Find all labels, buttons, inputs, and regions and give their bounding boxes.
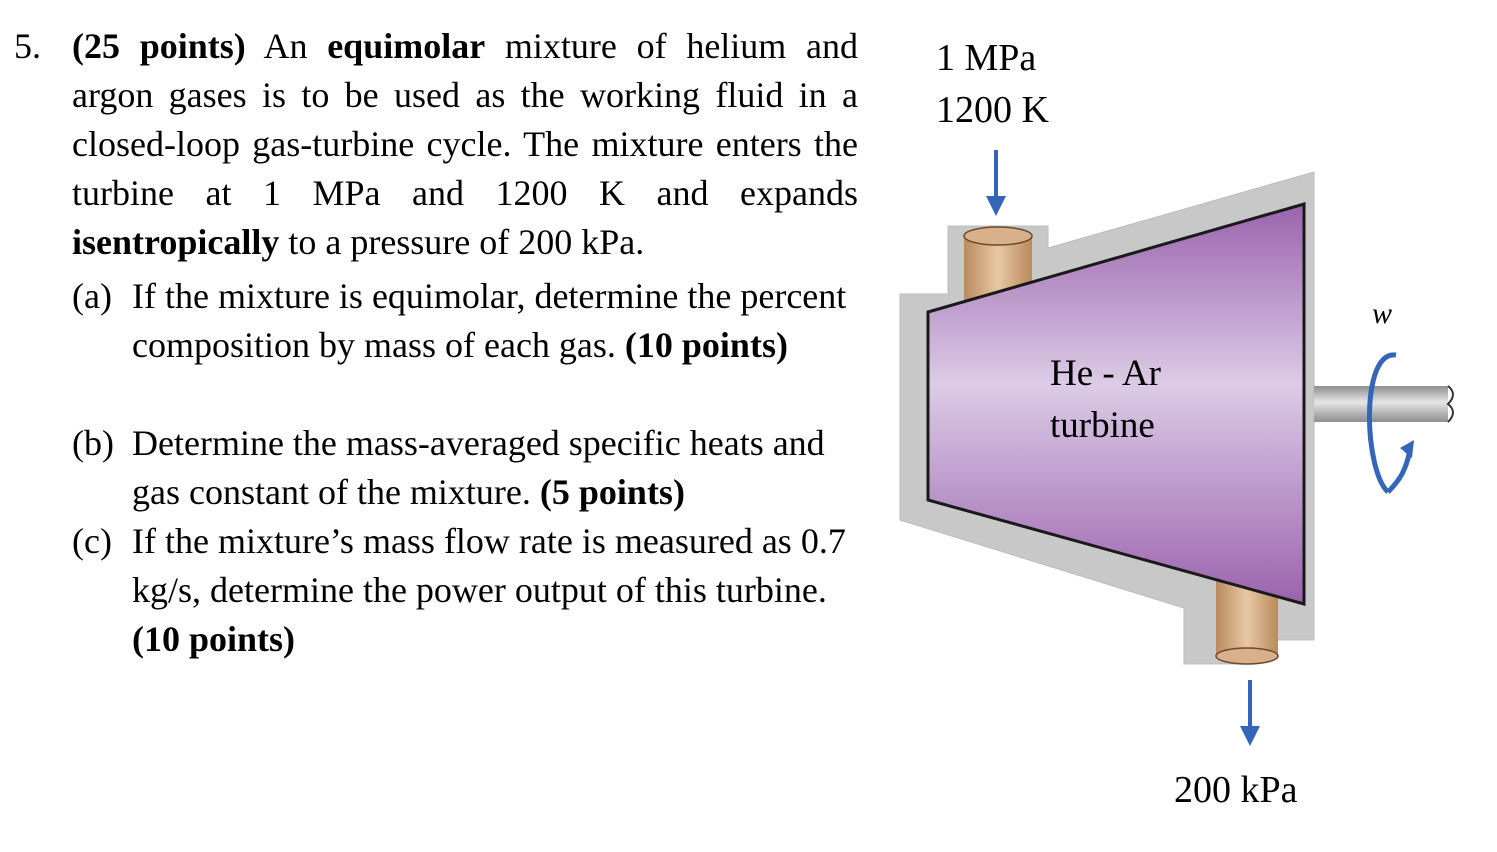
intro-text-1: An: [245, 26, 328, 66]
part-c-points: (10 points): [132, 619, 296, 659]
intro-bold-isentropically: isentropically: [72, 222, 280, 262]
work-label: w: [1372, 297, 1393, 330]
part-a-question: If the mixture is equimolar, determine t…: [132, 276, 847, 365]
problem-points: (25 points): [72, 26, 246, 66]
output-shaft: [1314, 385, 1454, 423]
turbine-label-line1: He - Ar: [1050, 353, 1161, 394]
turbine-diagram: 1 MPa 1200 K He - Ar turbine 200 kPa w: [880, 0, 1497, 852]
turbine-label-line2: turbine: [1050, 405, 1155, 446]
part-b-points: (5 points): [539, 472, 685, 512]
part-a-text: If the mixture is equimolar, determine t…: [132, 272, 858, 370]
part-a-label: (a): [72, 276, 112, 316]
outlet-arrow-icon: [1240, 680, 1260, 746]
part-b-label: (b): [72, 423, 114, 463]
part-a-points: (10 points): [624, 325, 788, 365]
problem-intro: (25 points) An equimolar mixture of heli…: [72, 22, 858, 267]
turbine-body: [926, 202, 1306, 606]
inlet-arrow-icon: [986, 150, 1006, 216]
part-c-text: If the mixture’s mass flow rate is measu…: [132, 517, 858, 664]
problem-number: 5.: [14, 26, 41, 66]
intro-text-2: mixture of helium and argon gases is to …: [72, 26, 858, 213]
intro-text-3: to a pressure of 200 kPa.: [279, 222, 645, 262]
inlet-pressure-label: 1 MPa: [936, 37, 1037, 79]
rotation-arrow-icon: [1367, 352, 1414, 494]
part-c-label: (c): [72, 521, 112, 561]
part-c-question: If the mixture’s mass flow rate is measu…: [132, 521, 846, 610]
intro-bold-equimolar: equimolar: [327, 26, 486, 66]
inlet-temperature-label: 1200 K: [936, 89, 1049, 131]
outlet-pressure-label: 200 kPa: [1174, 769, 1298, 811]
part-b-text: Determine the mass-averaged specific hea…: [132, 419, 858, 517]
part-b-question: Determine the mass-averaged specific hea…: [132, 423, 825, 512]
turbine-schematic: [899, 150, 1454, 746]
